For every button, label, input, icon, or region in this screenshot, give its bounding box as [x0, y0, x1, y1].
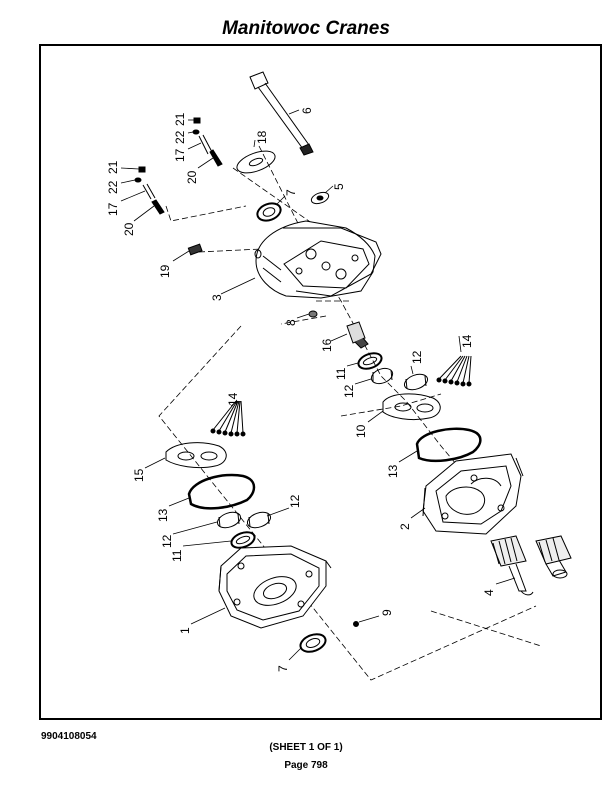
callout-4: 4 — [482, 589, 496, 596]
callout-1: 1 — [178, 627, 192, 634]
callout-17-lower: 17 — [106, 202, 120, 216]
document-number: 9904108054 — [41, 731, 97, 742]
callout-13-lower: 13 — [156, 508, 170, 522]
callout-9: 9 — [380, 609, 394, 616]
callout-8: 8 — [284, 319, 298, 326]
callout-labels: 6 18 7 5 21 22 17 20 21 22 17 20 19 3 8 … — [106, 107, 496, 672]
callout-7-upper: 7 — [284, 189, 298, 196]
part-12-bushings-upper — [370, 367, 429, 391]
part-1-flange-housing — [218, 545, 332, 629]
callout-5: 5 — [332, 183, 346, 190]
callout-17-upper: 17 — [173, 148, 187, 162]
part-8-plug — [308, 310, 318, 318]
sheet-label: (SHEET 1 OF 1) — [269, 742, 343, 753]
callout-11-upper: 11 — [334, 367, 348, 380]
callout-16: 16 — [320, 338, 334, 352]
exploded-parts-diagram: 6 18 7 5 21 22 17 20 21 22 17 20 19 3 8 … — [39, 44, 602, 720]
callout-12-lower-right: 12 — [288, 494, 302, 508]
page-title: Manitowoc Cranes — [222, 18, 390, 39]
callout-2: 2 — [398, 523, 412, 530]
callout-7-lower: 7 — [276, 665, 290, 672]
callout-10: 10 — [354, 424, 368, 438]
part-13-oring-lower — [187, 473, 256, 510]
part-4-gears — [490, 535, 572, 596]
callout-21-upper: 21 — [173, 112, 187, 126]
part-10-plate — [382, 393, 441, 421]
part-2-gear-housing — [422, 453, 524, 535]
page-number: Page 798 — [284, 760, 328, 771]
callout-19: 19 — [158, 264, 172, 278]
part-18-washer — [236, 150, 276, 174]
diagram-svg: 6 18 7 5 21 22 17 20 21 22 17 20 19 3 8 … — [106, 71, 572, 681]
pin-set-upper — [192, 117, 223, 167]
part-19-plug — [187, 243, 203, 256]
callout-12-upper-left: 12 — [342, 384, 356, 398]
callout-14-lower: 14 — [226, 392, 240, 406]
part-11-seal-lower — [230, 531, 256, 549]
callout-20-lower: 20 — [122, 222, 136, 236]
callout-12-lower-left: 12 — [160, 534, 174, 548]
callout-12-upper-right: 12 — [410, 350, 424, 364]
callout-20-upper: 20 — [185, 170, 199, 184]
part-12-bushings-lower — [216, 511, 272, 529]
pin-set-lower — [134, 166, 165, 215]
callout-22-upper: 22 — [173, 130, 187, 144]
callout-22-lower: 22 — [106, 180, 120, 194]
part-7-seal-upper — [256, 202, 282, 222]
part-6-bolt — [249, 71, 314, 156]
callout-14-upper: 14 — [460, 334, 474, 348]
part-9-plug — [353, 621, 359, 627]
part-15-plate — [165, 442, 227, 469]
part-14-bolts-lower — [210, 400, 246, 437]
callout-6: 6 — [300, 107, 314, 114]
assembly-lines — [158, 145, 542, 681]
part-16-coupling — [346, 321, 369, 349]
part-14-bolts-upper — [436, 355, 472, 387]
callout-11-lower: 11 — [170, 549, 184, 562]
callout-15: 15 — [132, 468, 146, 482]
callout-18: 18 — [255, 130, 269, 144]
part-5-washer — [310, 191, 330, 205]
callout-21-lower: 21 — [106, 160, 120, 174]
part-7-seal-lower — [299, 633, 327, 653]
callout-3: 3 — [210, 294, 224, 301]
part-13-oring-upper — [415, 427, 482, 463]
callout-13-upper: 13 — [386, 464, 400, 478]
leader-lines — [120, 109, 516, 661]
part-11-seal-upper — [357, 352, 383, 370]
part-3-housing — [254, 220, 382, 299]
